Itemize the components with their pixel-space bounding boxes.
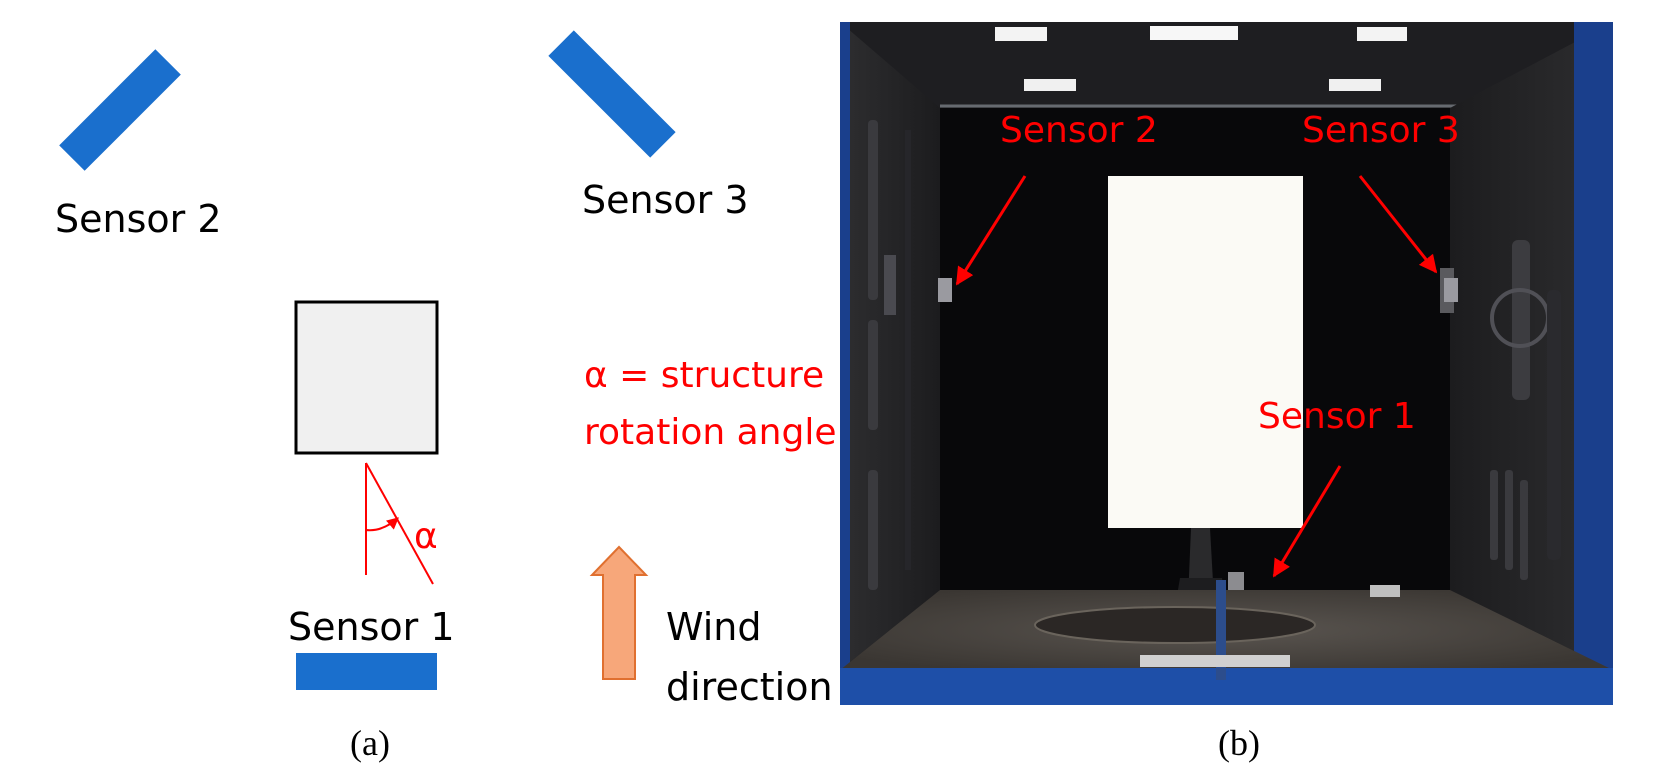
alpha-angle-marker	[365, 462, 434, 585]
tunnel-floor-front	[840, 668, 1613, 705]
ceiling-light	[1024, 79, 1076, 91]
sensor-2-bar	[59, 49, 181, 171]
photo-sensor-3-label: Sensor 3	[1302, 110, 1460, 151]
panel-a-diagram: Sensor 2 Sensor 3 α Sensor 1 α = structu…	[55, 30, 837, 763]
alpha-symbol: α	[414, 516, 438, 557]
photo-sensor-1-arrow	[1272, 465, 1342, 578]
ceiling-light	[1150, 26, 1238, 40]
photo-sensor-1-label: Sensor 1	[1258, 396, 1416, 437]
panel-b-photo: Sensor 2 Sensor 3 Sensor 1 (b)	[840, 22, 1613, 763]
ceiling-light	[1329, 79, 1381, 91]
alpha-definition-line2: rotation angle	[584, 412, 837, 453]
photo-sensor-3-arrow	[1358, 175, 1438, 274]
sensor-3-device	[1444, 278, 1458, 302]
wind-label-line1: Wind	[666, 605, 762, 649]
wind-arrow-icon	[589, 545, 649, 680]
sensor-2-label: Sensor 2	[55, 197, 222, 241]
alpha-definition-line1: α = structure	[584, 355, 824, 396]
turntable	[1034, 606, 1316, 644]
structure-square	[294, 300, 439, 455]
ceiling-light	[1357, 27, 1407, 41]
caption-a: (a)	[350, 723, 390, 763]
sensor-1-bar	[296, 653, 437, 690]
sensor-3-bar	[548, 30, 676, 158]
tunnel-bright-screen	[1108, 176, 1303, 528]
sensor-3-label: Sensor 3	[582, 178, 749, 222]
caption-b: (b)	[1218, 723, 1260, 763]
sensor-1-label: Sensor 1	[288, 605, 455, 649]
tunnel-left-wall	[840, 22, 940, 670]
tunnel-frame-right	[1574, 22, 1613, 705]
photo-sensor-2-label: Sensor 2	[1000, 110, 1158, 151]
sensor-1-stand	[1216, 580, 1226, 680]
sensor-2-device	[938, 278, 952, 302]
wind-label-line2: direction	[666, 665, 833, 709]
ceiling-light	[995, 27, 1047, 41]
photo-sensor-2-arrow	[955, 175, 1027, 286]
